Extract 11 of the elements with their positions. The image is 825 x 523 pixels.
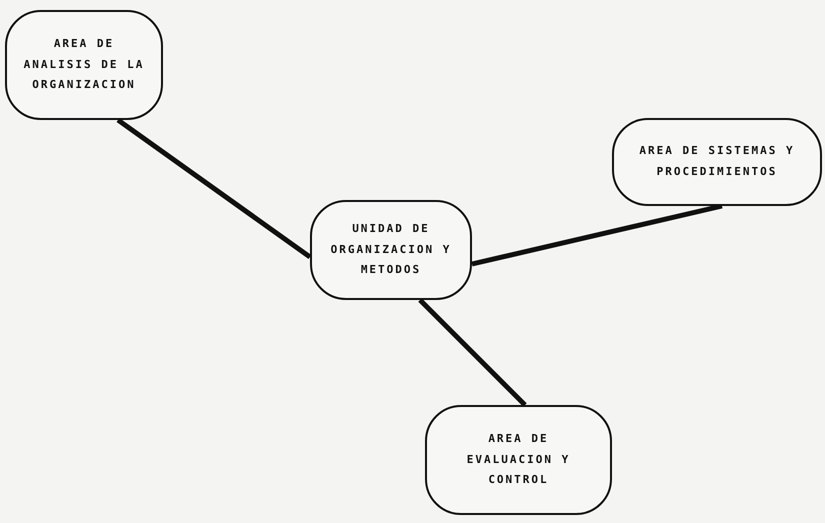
connector-line bbox=[418, 298, 527, 407]
box-label: AREA DE EVALUACION Y CONTROL bbox=[466, 430, 572, 488]
box-label: AREA DE SISTEMAS Y PROCEDIMIENTOS bbox=[638, 143, 796, 180]
rounded-box bbox=[310, 200, 472, 300]
connector-line bbox=[471, 204, 723, 266]
rounded-box bbox=[612, 118, 822, 206]
box-label: AREA DE ANALISIS DE LA ORGANIZACION bbox=[22, 36, 146, 94]
rounded-box bbox=[425, 405, 612, 515]
box-label: UNIDAD DE ORGANIZACION Y METODOS bbox=[330, 220, 452, 278]
connector-line bbox=[116, 118, 312, 260]
rounded-box bbox=[5, 10, 163, 120]
